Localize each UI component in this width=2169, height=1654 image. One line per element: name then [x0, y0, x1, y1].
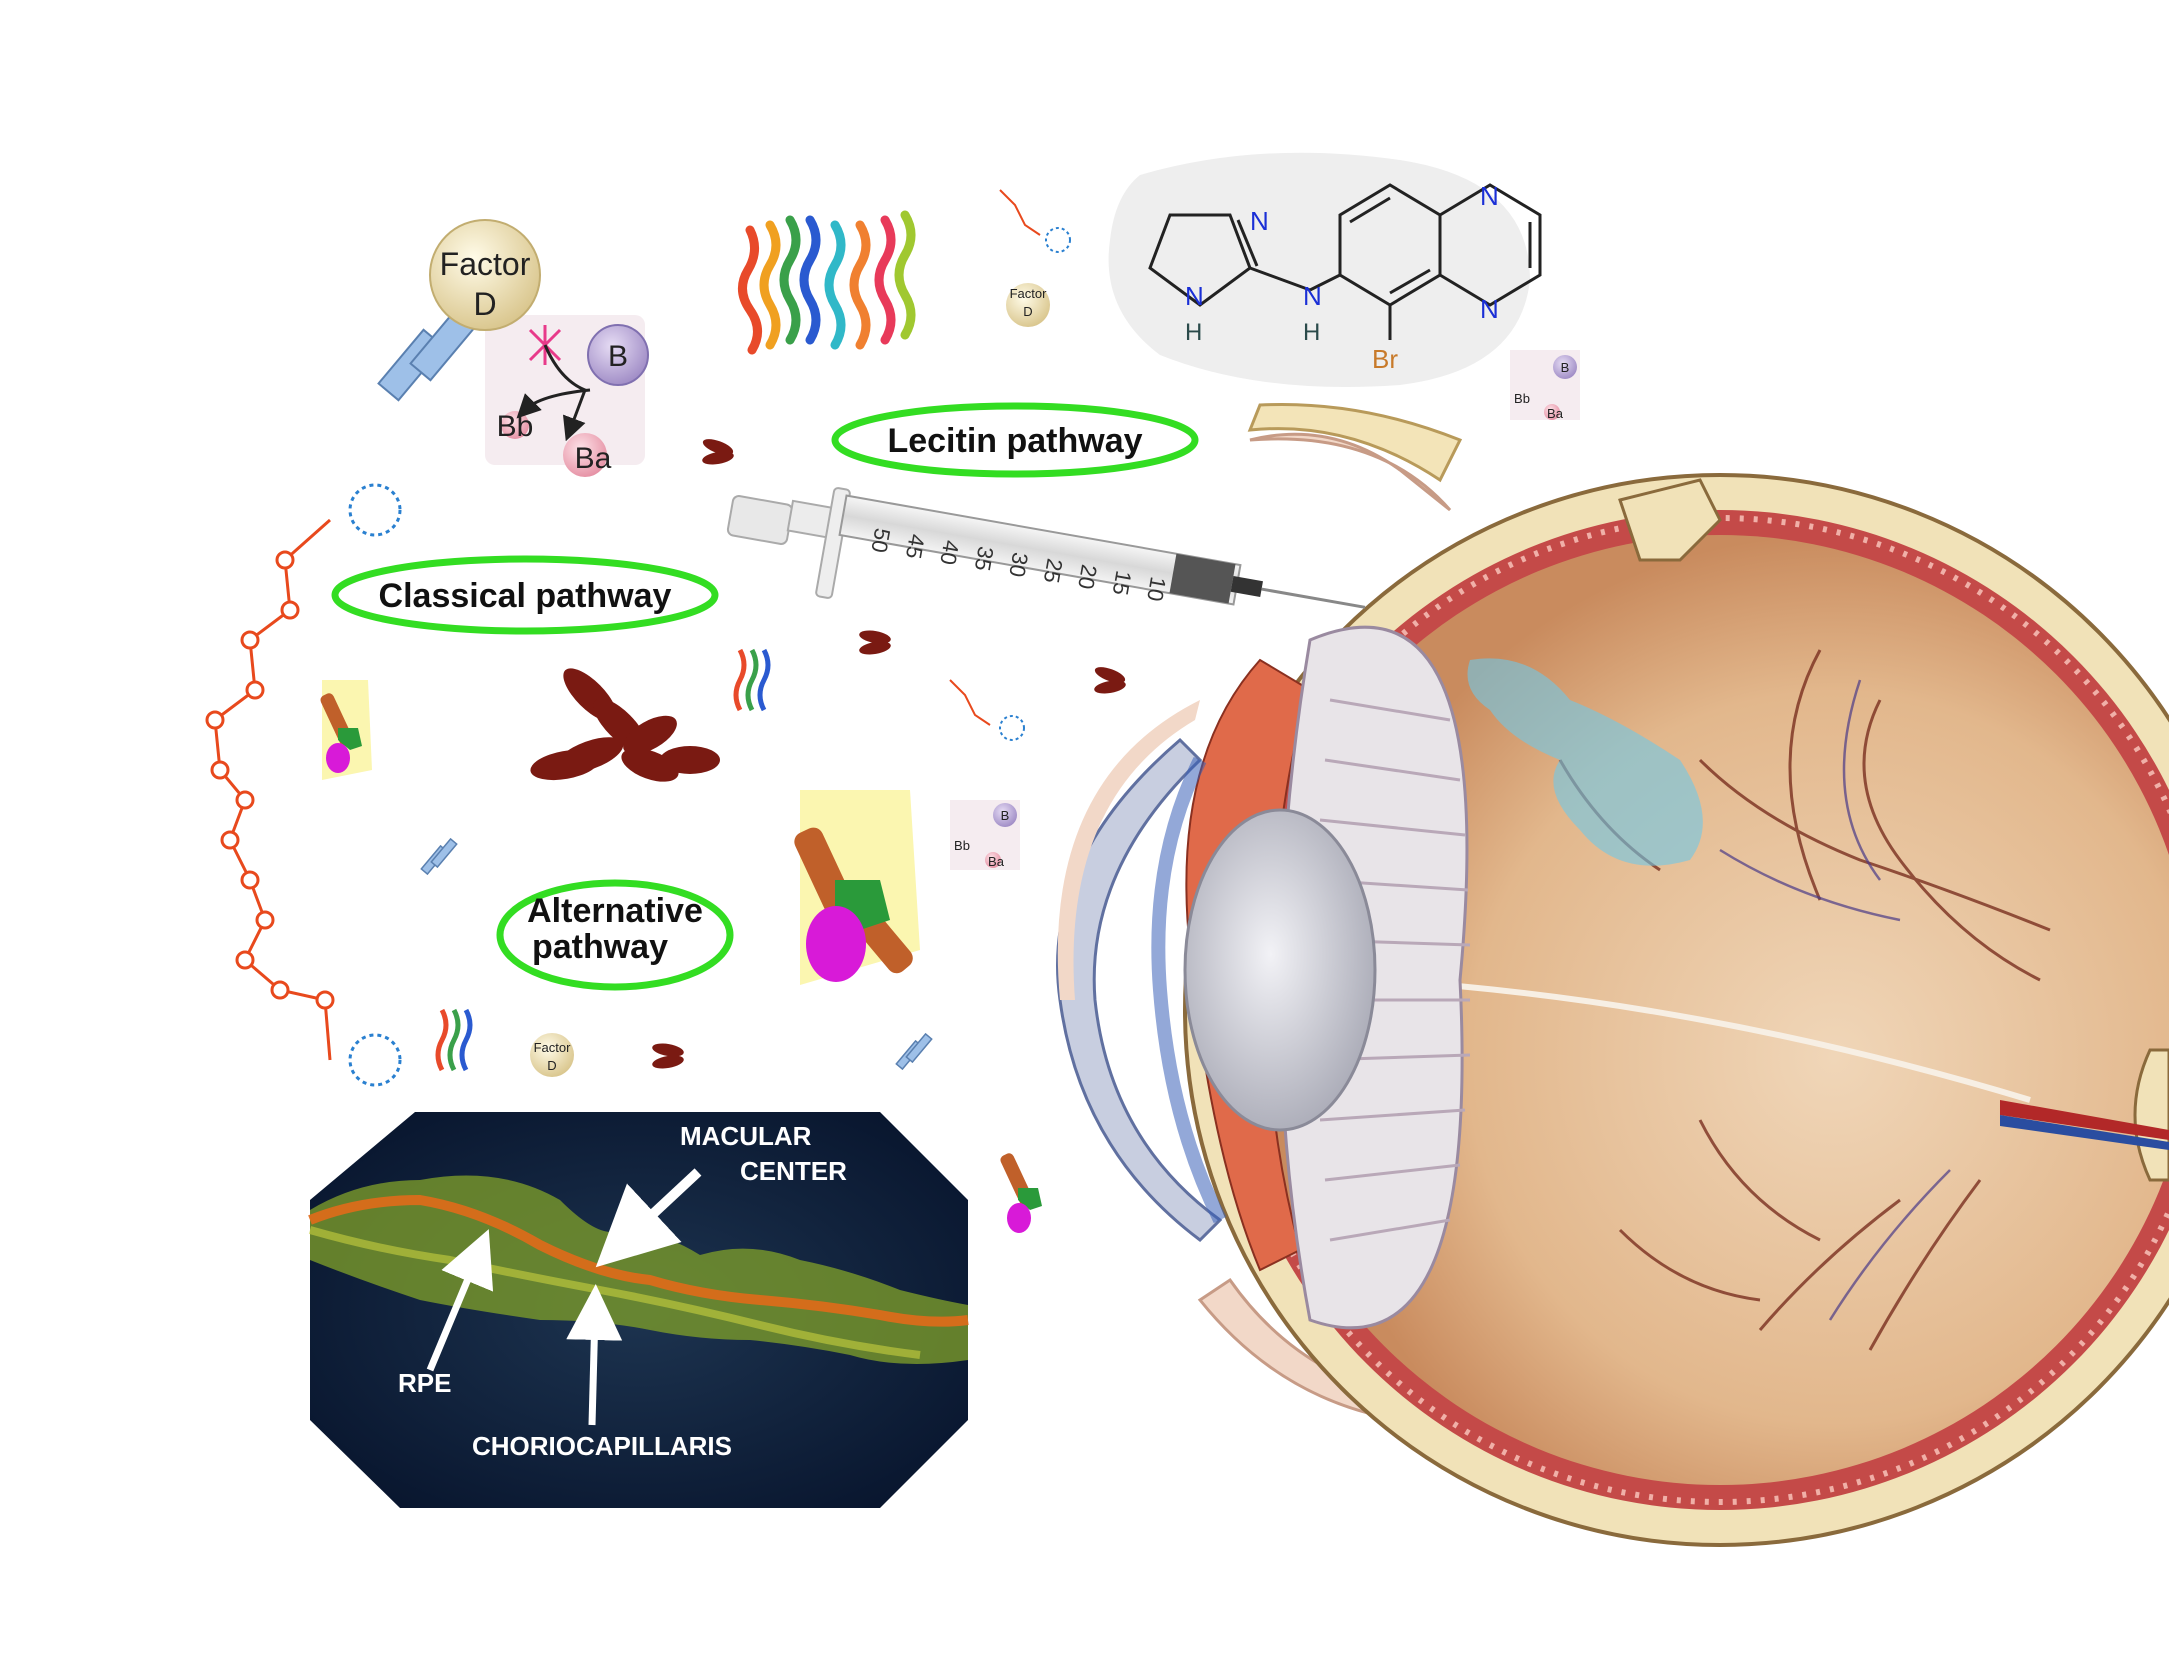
protein-helix-bundle	[738, 210, 916, 355]
complement-complex-small	[320, 680, 372, 780]
atom-n: N	[1480, 181, 1499, 211]
factor-d-label-line2: D	[473, 286, 496, 322]
oct-macular-label-line2: CENTER	[740, 1156, 847, 1186]
protein-helix-small	[733, 648, 771, 712]
oct-rpe-label: RPE	[398, 1368, 451, 1398]
alternative-pathway-label-line2: pathway	[532, 928, 668, 966]
bb-label: Bb	[497, 410, 534, 443]
syringe-scale-label: 35	[970, 544, 999, 572]
syringe-scale-label: 10	[1142, 575, 1171, 603]
syringe-scale-label: 40	[935, 538, 964, 566]
syringe-scale: 50 45 40 35 30 25 20 15 10	[866, 526, 1171, 603]
atom-br: Br	[1372, 344, 1398, 374]
atom-n: N	[1480, 294, 1499, 324]
blue-bar-token	[895, 1032, 933, 1071]
ba-label: Ba	[575, 442, 612, 475]
atom-h: H	[1303, 319, 1320, 346]
b-label: B	[608, 340, 628, 373]
syringe-scale-label: 20	[1073, 563, 1102, 591]
b-cleavage-small: B Bb Ba	[1510, 350, 1580, 421]
atom-n: N	[1303, 281, 1322, 311]
oct-scan-panel: MACULAR CENTER RPE CHORIOCAPILLARIS	[308, 1112, 969, 1508]
oct-macular-label-line1: MACULAR	[680, 1121, 812, 1151]
factor-d-label-line1: Factor	[440, 246, 531, 282]
atom-n: N	[1250, 206, 1269, 236]
lectin-pathway-label: Lecitin pathway	[887, 422, 1142, 460]
bb-label-small: Bb	[954, 838, 970, 853]
polymer-chain	[205, 483, 402, 1087]
factor-d-small: Factor D	[1006, 283, 1050, 327]
complement-complex-small	[1000, 1142, 1052, 1240]
classical-pathway-badge: Classical pathway	[331, 555, 719, 635]
antibody-cluster	[530, 668, 720, 782]
syringe-scale-label: 45	[901, 532, 930, 560]
factor-d-small-line2: D	[1023, 304, 1032, 319]
syringe-scale-label: 25	[1039, 557, 1068, 585]
polymer-chain-small	[999, 189, 1071, 253]
antibody-small	[702, 439, 734, 465]
syringe: 50 45 40 35 30 25 20 15 10	[726, 487, 1366, 609]
alternative-pathway-label-line1: Alternative	[527, 892, 703, 930]
atom-h: H	[1185, 319, 1202, 346]
protein-helix-small	[435, 1008, 473, 1072]
atom-n: N	[1185, 281, 1204, 311]
brimonidine-structure: N N H N H N N Br	[1108, 152, 1542, 387]
b-label-small: B	[1561, 360, 1570, 375]
eye-cross-section	[1056, 402, 2169, 1547]
antibody-small	[859, 630, 891, 655]
factor-d-small-line2: D	[547, 1058, 556, 1073]
antibody-small	[1094, 667, 1126, 694]
b-cleavage-small: B Bb Ba	[950, 800, 1020, 870]
antibody-small	[652, 1043, 684, 1069]
syringe-scale-label: 15	[1108, 569, 1137, 597]
lectin-pathway-badge: Lecitin pathway	[831, 402, 1199, 478]
factor-d-small-line1: Factor	[534, 1040, 572, 1055]
classical-pathway-label: Classical pathway	[379, 577, 672, 615]
oct-choriocapillaris-label: CHORIOCAPILLARIS	[472, 1431, 732, 1461]
ba-label-small: Ba	[1547, 406, 1564, 421]
blue-bar-token	[420, 837, 458, 876]
factor-d-diagram: Factor D B Bb Ba	[377, 219, 649, 477]
b-label-small: B	[1001, 808, 1010, 823]
factor-d-small-line1: Factor	[1010, 286, 1048, 301]
alternative-pathway-badge: Alternative pathway	[496, 879, 734, 991]
bb-label-small: Bb	[1514, 391, 1530, 406]
complement-complex-large	[794, 790, 920, 985]
ba-label-small: Ba	[988, 854, 1005, 869]
factor-d-small: Factor D	[530, 1033, 574, 1077]
polymer-chain-small	[949, 679, 1025, 741]
syringe-scale-label: 30	[1004, 551, 1033, 579]
syringe-scale-label: 50	[866, 526, 895, 554]
